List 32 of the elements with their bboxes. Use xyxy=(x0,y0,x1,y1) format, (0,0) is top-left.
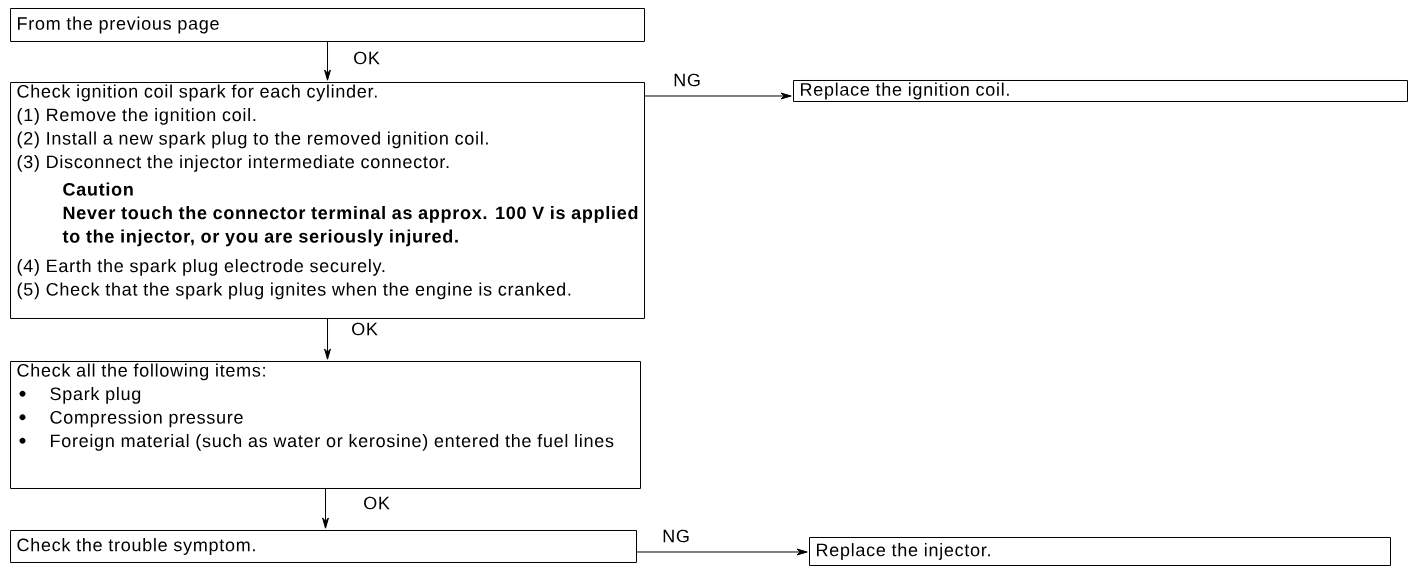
process-box xyxy=(10,8,645,42)
box-text: From the previous page xyxy=(18,16,219,34)
arrow xyxy=(324,41,331,81)
box-text: Check ignition coil spark for each cylinder. xyxy=(17,84,377,102)
list-item: Foreign material (such as water or kerosine) entered the fuel lines xyxy=(51,434,614,451)
box-text: (1) Remove the ignition coil. xyxy=(17,108,256,125)
process-box xyxy=(809,537,1391,566)
edge-label: OK xyxy=(354,51,380,65)
edge-label: OK xyxy=(364,496,390,510)
process-box xyxy=(793,80,1408,102)
box-text: Replace the ignition coil. xyxy=(801,82,1009,100)
box-text: Check all the following items: xyxy=(17,363,265,381)
edge-label: NG xyxy=(674,73,700,87)
edge-label: NG xyxy=(663,529,689,543)
process-box xyxy=(10,361,641,489)
box-text: (4) Earth the spark plug electrode securely. xyxy=(17,259,385,276)
process-box xyxy=(10,530,637,563)
box-text: (5) Check that the spark plug ignites when the engine is cranked. xyxy=(17,282,571,300)
box-text: Replace the injector. xyxy=(817,543,990,560)
edge-label: OK xyxy=(352,322,378,336)
list-item: Spark plug xyxy=(50,387,141,404)
arrow xyxy=(322,488,329,529)
box-text: Check the trouble symptom. xyxy=(17,538,255,555)
caution-heading: Caution xyxy=(63,182,133,196)
arrow xyxy=(636,548,808,556)
process-box xyxy=(10,82,645,319)
box-text: (2) Install a new spark plug to the removed ignition coil. xyxy=(17,131,488,149)
arrow xyxy=(644,92,792,100)
list-item: Compression pressure xyxy=(50,410,243,428)
box-text: (3) Disconnect the injector intermediate connector. xyxy=(17,155,449,172)
arrow xyxy=(324,318,331,360)
caution-text: Never touch the connector terminal as approx. 100 V is applied to the injector, or you are seriously injured. xyxy=(62,206,638,247)
